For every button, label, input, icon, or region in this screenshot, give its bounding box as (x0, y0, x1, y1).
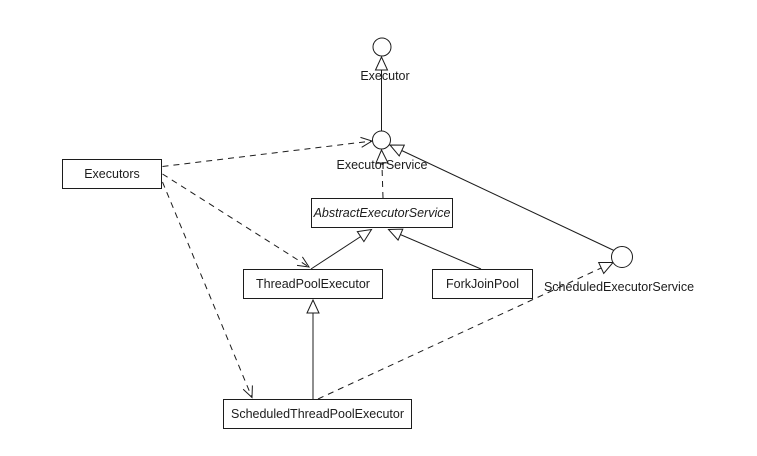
edge-executors-uses-executorservice (162, 136, 374, 167)
scheduledexecutorservice-interface-label: ScheduledExecutorService (543, 280, 695, 294)
edge-executors-uses-threadpoolexecutor (162, 173, 311, 268)
edge-forkjoinpool-extends-abstractexecutorservice (387, 228, 482, 270)
edge-executors-uses-scheduledthreadpoolexecutor (162, 181, 253, 399)
edge-threadpoolexecutor-extends-abstractexecutorservice (310, 228, 373, 270)
forkjoinpool-class-box: ForkJoinPool (432, 269, 533, 299)
edge-scheduledexecutorservice-extends-executorservice (388, 144, 615, 251)
executors-class-box: Executors (62, 159, 162, 189)
executorservice-interface-circle (372, 130, 391, 150)
executorservice-interface-label: ExecutorService (336, 158, 428, 172)
executor-interface-label: Executor (360, 69, 410, 83)
scheduledthreadpoolexecutor-class-box: ScheduledThreadPoolExecutor (223, 399, 412, 429)
scheduledexecutorservice-interface-circle (611, 246, 633, 268)
edge-abstractexecutorservice-implements-executorservice (375, 148, 389, 199)
abstractexecutorservice-class-box: AbstractExecutorService (311, 198, 453, 228)
threadpoolexecutor-class-box: ThreadPoolExecutor (243, 269, 383, 299)
executor-interface-circle (372, 37, 392, 57)
